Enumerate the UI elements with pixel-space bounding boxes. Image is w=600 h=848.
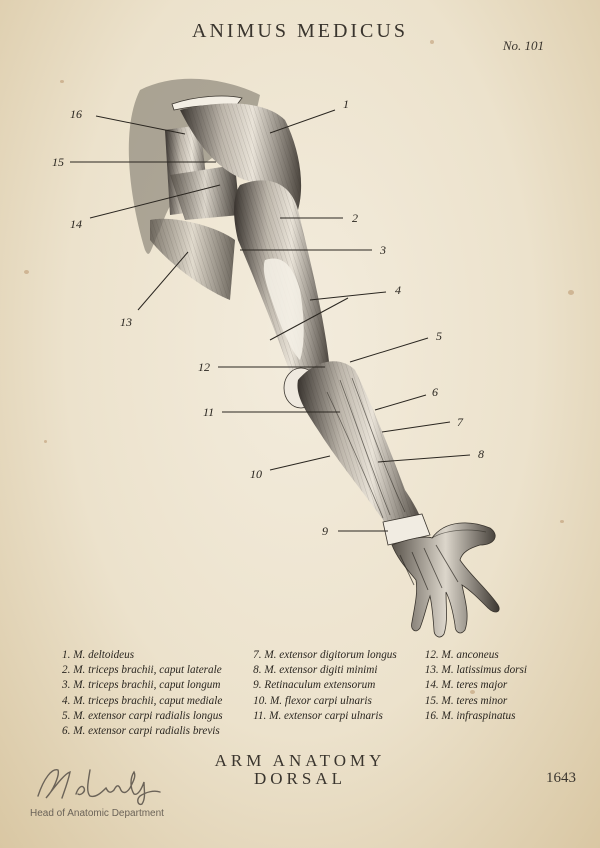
plate-number: No. 101 [502,38,544,53]
legend-item: 6. M. extensor carpi radialis brevis [62,725,220,738]
legend-item: 4. M. triceps brachii, caput mediale [62,694,223,707]
plate-title-line-2: DORSAL [253,769,346,788]
label-7: 7 [457,415,464,429]
legend-item: 5. M. extensor carpi radialis longus [62,709,223,722]
label-12: 12 [198,360,210,374]
legend-column-2: 7. M. extensor digitorum longus 8. M. ex… [253,648,425,739]
label-5: 5 [436,329,442,343]
legend-item: 8. M. extensor digiti minimi [253,664,378,677]
legend-item: 13. M. latissimus dorsi [424,664,527,677]
signature-image [37,769,161,806]
legend-item: 12. M. anconeus [424,649,499,661]
label-6: 6 [432,385,438,399]
arm-illustration: 1 2 3 4 5 6 7 8 9 10 11 12 13 14 15 16 [52,78,500,638]
legend-item: 1. M. deltoideus [62,649,135,661]
signature-role: Head of Anatomic Department [30,808,164,819]
label-4: 4 [395,283,401,297]
label-3: 3 [379,243,386,257]
legend-item: 15. M. teres minor [424,694,508,707]
label-10: 10 [250,467,262,481]
label-11: 11 [203,405,214,419]
label-1: 1 [343,97,349,111]
year: 1643 [546,770,576,786]
label-15: 15 [52,155,64,169]
legend-item: 3. M. triceps brachii, caput longum [62,679,221,692]
legend-item: 11. M. extensor carpi ulnaris [253,709,383,722]
legend-item: 14. M. teres major [424,679,508,692]
plate-title: ARM ANATOMY DORSAL [0,752,600,788]
label-2: 2 [352,211,358,225]
legend-item: 7. M. extensor digitorum longus [253,649,397,661]
legend-item: 10. M. flexor carpi ulnaris [253,694,372,707]
legend-item: 9. Retinaculum extensorum [253,679,376,692]
label-9: 9 [322,524,328,538]
legend-item: 2. M. triceps brachii, caput laterale [62,664,222,677]
plate-title-line-1: ARM ANATOMY [214,751,386,770]
legend-column-1: 1. M. deltoideus 2. M. triceps brachii, … [62,648,253,739]
label-14: 14 [70,217,82,231]
legend: 1. M. deltoideus 2. M. triceps brachii, … [62,648,562,739]
legend-column-3: 12. M. anconeus 13. M. latissimus dorsi … [425,648,562,739]
label-8: 8 [478,447,484,461]
label-13: 13 [120,315,132,329]
legend-item: 16. M. infraspinatus [424,709,516,722]
label-16: 16 [70,107,82,121]
header-title: ANIMUS MEDICUS [192,20,408,42]
